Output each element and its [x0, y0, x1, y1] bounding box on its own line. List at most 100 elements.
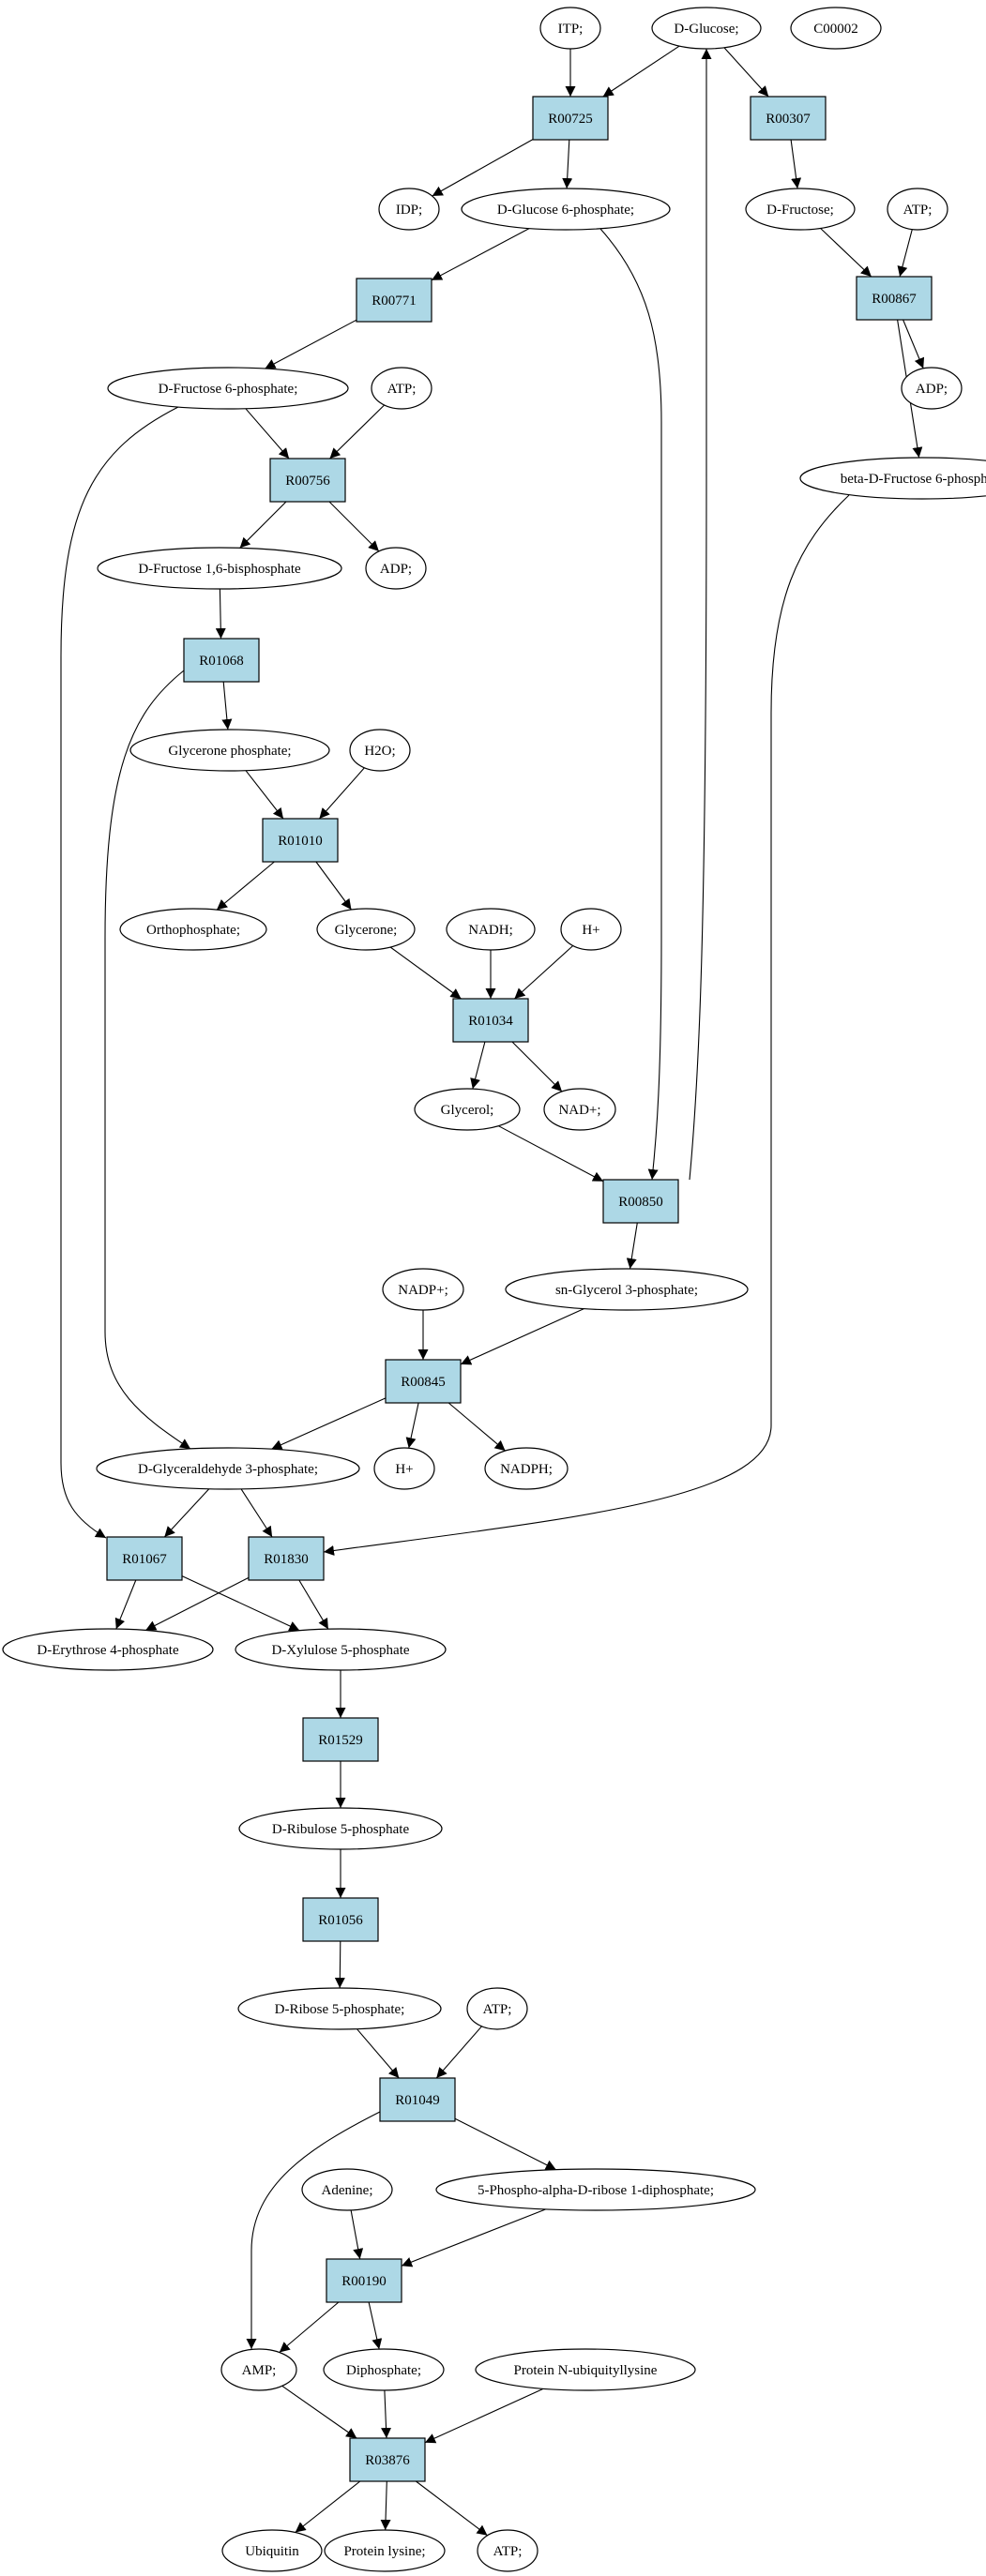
reaction-node-r00845[interactable]: R00845 — [385, 1359, 462, 1404]
compound-node-gap[interactable]: D-Glyceraldehyde 3-phosphate; — [96, 1447, 360, 1490]
compound-node-adp1[interactable]: ADP; — [901, 367, 963, 410]
compound-ellipse — [129, 729, 330, 772]
reaction-node-r00771[interactable]: R00771 — [356, 278, 432, 323]
node-label: H2O; — [364, 744, 395, 759]
compound-node-itp[interactable]: ITP; — [539, 7, 601, 50]
edge-r00725-to-idp — [432, 139, 534, 197]
reaction-node-r01068[interactable]: R01068 — [183, 638, 260, 683]
reaction-node-r01010[interactable]: R01010 — [262, 818, 339, 863]
edges-layer — [60, 45, 925, 2537]
compound-node-prpp[interactable]: 5-Phospho-alpha-D-ribose 1-diphosphate; — [435, 2168, 756, 2211]
edge-g3p-to-r00845 — [460, 1308, 584, 1365]
node-label: ADP; — [380, 562, 412, 577]
compound-node-ub[interactable]: Ubiquitin — [221, 2529, 323, 2572]
compound-node-nadh[interactable]: NADH; — [446, 908, 536, 951]
node-label: Ubiquitin — [245, 2544, 299, 2559]
reaction-box — [452, 998, 529, 1043]
compound-ellipse — [477, 2529, 539, 2572]
reaction-node-r00867[interactable]: R00867 — [856, 276, 933, 321]
reaction-node-r01049[interactable]: R01049 — [379, 2077, 456, 2122]
node-label: R00771 — [372, 294, 417, 309]
node-label: R01529 — [318, 1733, 363, 1748]
compound-node-adenine[interactable]: Adenine; — [301, 2168, 393, 2211]
reaction-box — [248, 1536, 325, 1581]
compound-node-atp4[interactable]: ATP; — [477, 2529, 539, 2572]
reaction-node-r00756[interactable]: R00756 — [269, 458, 346, 503]
reaction-node-r01830[interactable]: R01830 — [248, 1536, 325, 1581]
compound-node-nadph[interactable]: NADPH; — [484, 1447, 569, 1490]
reaction-node-r00190[interactable]: R00190 — [326, 2258, 402, 2303]
node-label: D-Ribulose 5-phosphate — [272, 1822, 410, 1837]
node-label: R00725 — [548, 112, 593, 127]
compound-node-ppi[interactable]: Diphosphate; — [323, 2348, 445, 2391]
edge-f6p-to-r01067 — [60, 406, 179, 1539]
node-label: Protein lysine; — [343, 2544, 425, 2559]
node-label: R00845 — [401, 1375, 446, 1390]
compound-node-glycerol[interactable]: Glycerol; — [414, 1088, 521, 1131]
node-label: Glycerone; — [335, 923, 398, 938]
compound-node-r5p[interactable]: D-Ribose 5-phosphate; — [237, 1987, 442, 2030]
node-label: ADP; — [916, 382, 948, 397]
compound-ellipse — [414, 1088, 521, 1131]
compound-node-gnp[interactable]: Glycerone phosphate; — [129, 729, 330, 772]
compound-node-g3p[interactable]: sn-Glycerol 3-phosphate; — [505, 1268, 749, 1311]
reaction-node-r00725[interactable]: R00725 — [532, 96, 609, 141]
compound-node-hplus2[interactable]: H+ — [373, 1447, 435, 1490]
reaction-node-r00307[interactable]: R00307 — [750, 96, 827, 141]
edge-r00190-to-amp — [279, 2301, 340, 2353]
compound-node-idp[interactable]: IDP; — [378, 188, 440, 231]
reaction-node-r01529[interactable]: R01529 — [302, 1717, 379, 1762]
compound-node-gln[interactable]: Glycerone; — [316, 908, 416, 951]
compound-node-hplus1[interactable]: H+ — [560, 908, 622, 951]
reaction-node-r01056[interactable]: R01056 — [302, 1897, 379, 1942]
compound-node-amp[interactable]: AMP; — [220, 2348, 297, 2391]
compound-node-e4p[interactable]: D-Erythrose 4-phosphate — [2, 1628, 214, 1671]
edge-r00307-to-fru — [790, 139, 802, 189]
reaction-box — [183, 638, 260, 683]
compound-ellipse — [119, 908, 267, 951]
compound-node-pnul[interactable]: Protein N-ubiquityllysine — [475, 2348, 696, 2391]
compound-node-nad[interactable]: NAD+; — [543, 1088, 616, 1131]
edge-atp2-to-r00756 — [329, 404, 385, 459]
compound-node-xu5p[interactable]: D-Xylulose 5-phosphate — [235, 1628, 447, 1671]
compound-node-f6p[interactable]: D-Fructose 6-phosphate; — [107, 367, 349, 410]
compound-node-glc[interactable]: D-Glucose; — [651, 7, 762, 50]
reaction-box — [106, 1536, 183, 1581]
reaction-box — [385, 1359, 462, 1404]
compound-node-atp1[interactable]: ATP; — [887, 188, 948, 231]
reaction-box — [532, 96, 609, 141]
compound-node-fru[interactable]: D-Fructose; — [745, 188, 856, 231]
reaction-box — [750, 96, 827, 141]
compound-node-atp3[interactable]: ATP; — [466, 1987, 528, 2030]
node-label: 5-Phospho-alpha-D-ribose 1-diphosphate; — [478, 2183, 714, 2198]
compound-ellipse — [220, 2348, 297, 2391]
compound-node-nadp[interactable]: NADP+; — [382, 1268, 464, 1311]
compound-node-bf6p[interactable]: beta-D-Fructose 6-phosphate — [799, 457, 986, 500]
reaction-node-r01034[interactable]: R01034 — [452, 998, 529, 1043]
reaction-node-r03876[interactable]: R03876 — [349, 2437, 426, 2482]
reaction-node-r00850[interactable]: R00850 — [602, 1179, 679, 1224]
compound-node-plys[interactable]: Protein lysine; — [324, 2529, 446, 2572]
compound-node-f16bp[interactable]: D-Fructose 1,6-bisphosphate — [97, 547, 342, 590]
node-label: R01068 — [199, 654, 244, 669]
compound-node-c00002[interactable]: C00002 — [790, 7, 882, 50]
edge-hplus1-to-r01034 — [514, 945, 574, 1000]
compound-ellipse — [238, 1807, 443, 1850]
edge-r01067-to-e4p — [114, 1579, 137, 1630]
node-label: R03876 — [365, 2453, 410, 2468]
compound-node-atp2[interactable]: ATP; — [371, 367, 432, 410]
edge-r01010-to-pi — [216, 861, 275, 911]
compound-ellipse — [560, 908, 622, 951]
compound-node-ru5p[interactable]: D-Ribulose 5-phosphate — [238, 1807, 443, 1850]
compound-node-pi[interactable]: Orthophosphate; — [119, 908, 267, 951]
edge-r00850-to-glc — [689, 49, 712, 1181]
compound-node-h2o[interactable]: H2O; — [349, 729, 411, 772]
edge-gnp-to-r01010 — [245, 770, 284, 820]
compound-ellipse — [446, 908, 536, 951]
compound-node-adp2[interactable]: ADP; — [365, 547, 427, 590]
reaction-node-r01067[interactable]: R01067 — [106, 1536, 183, 1581]
edge-glycerol-to-r00850 — [498, 1125, 604, 1183]
node-label: D-Glucose; — [674, 22, 738, 37]
compound-ellipse — [799, 457, 986, 500]
compound-node-g6p[interactable]: D-Glucose 6-phosphate; — [461, 188, 671, 231]
